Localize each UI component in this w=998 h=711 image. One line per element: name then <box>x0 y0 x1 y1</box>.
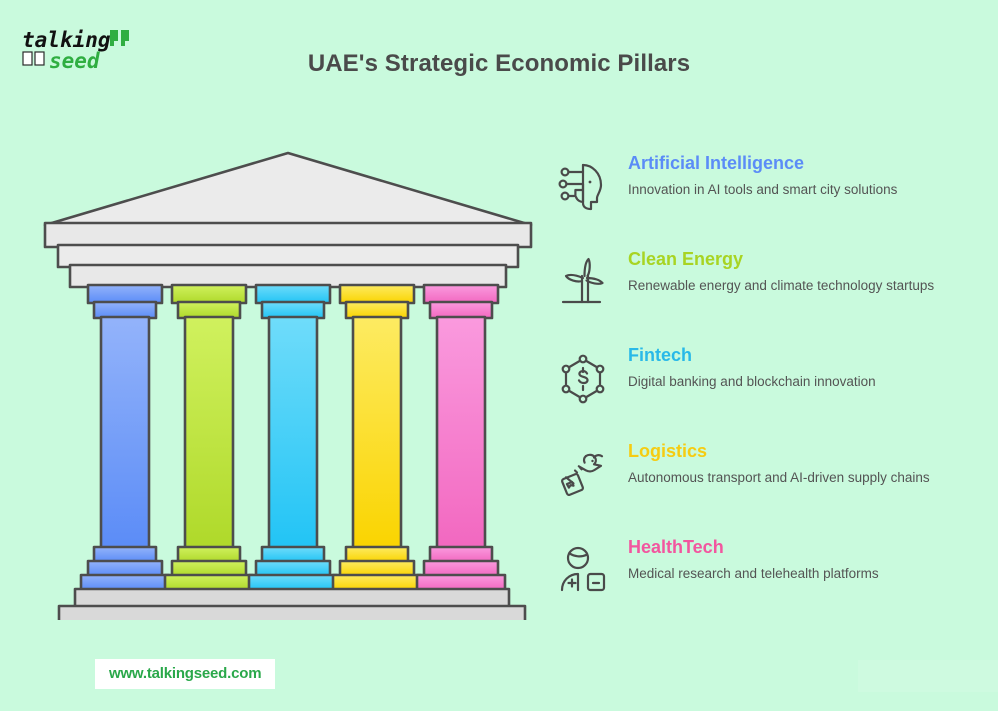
list-item-healthtech[interactable]: HealthTech Medical research and teleheal… <box>556 536 976 618</box>
temple-pediment <box>43 151 533 227</box>
pillar-list: Artificial Intelligence Innovation in AI… <box>556 150 976 618</box>
pillar-fintech <box>247 283 339 592</box>
list-item-fintech[interactable]: Fintech Digital banking and blockchain i… <box>556 344 976 426</box>
list-item-desc: Renewable energy and climate technology … <box>628 278 935 293</box>
list-item-clean-energy[interactable]: Clean Energy Renewable energy and climat… <box>556 248 976 330</box>
talkingseed-logo: talking seed <box>22 28 152 76</box>
list-item-title: HealthTech <box>628 537 724 557</box>
wind-turbine-icon <box>556 254 616 312</box>
list-item-desc: Autonomous transport and AI-driven suppl… <box>628 470 930 485</box>
logo-quote-green <box>110 30 129 46</box>
temple-base-step-2 <box>57 604 527 620</box>
temple-cornice <box>43 221 533 249</box>
website-url-badge[interactable]: www.talkingseed.com <box>95 659 276 689</box>
logo-wordmark-seed: seed <box>49 49 101 73</box>
patient-medical-device-icon <box>556 542 616 600</box>
svg-text:seed: seed <box>49 49 101 73</box>
list-item-artificial-intelligence[interactable]: Artificial Intelligence Innovation in AI… <box>556 152 976 234</box>
pillar-clean-energy <box>163 283 255 592</box>
ai-head-circuit-icon <box>556 158 616 216</box>
logo-wordmark-talking: talking <box>22 28 111 52</box>
logo-quote-white <box>22 51 45 66</box>
list-item-title: Fintech <box>628 345 693 365</box>
list-item-desc: Innovation in AI tools and smart city so… <box>628 182 898 197</box>
list-item-desc: Medical research and telehealth platform… <box>628 566 879 581</box>
list-item-title: Artificial Intelligence <box>628 153 805 173</box>
pillar-logistics <box>331 283 423 592</box>
list-item-title: Logistics <box>628 441 708 461</box>
svg-text:talking: talking <box>22 28 111 52</box>
greek-temple-illustration <box>40 145 540 620</box>
pillar-healthtech <box>415 283 507 592</box>
bird-package-delivery-icon <box>556 446 616 504</box>
pillar-artificial-intelligence <box>79 283 171 592</box>
list-item-title: Clean Energy <box>628 249 744 269</box>
list-item-desc: Digital banking and blockchain innovatio… <box>628 374 876 389</box>
temple-base-step-1 <box>73 587 511 609</box>
page-title: UAE's Strategic Economic Pillars <box>307 50 691 77</box>
list-item-logistics[interactable]: Logistics Autonomous transport and AI-dr… <box>556 440 976 522</box>
hexagon-dollar-blockchain-icon <box>556 350 616 408</box>
watermark-placeholder <box>858 660 998 692</box>
